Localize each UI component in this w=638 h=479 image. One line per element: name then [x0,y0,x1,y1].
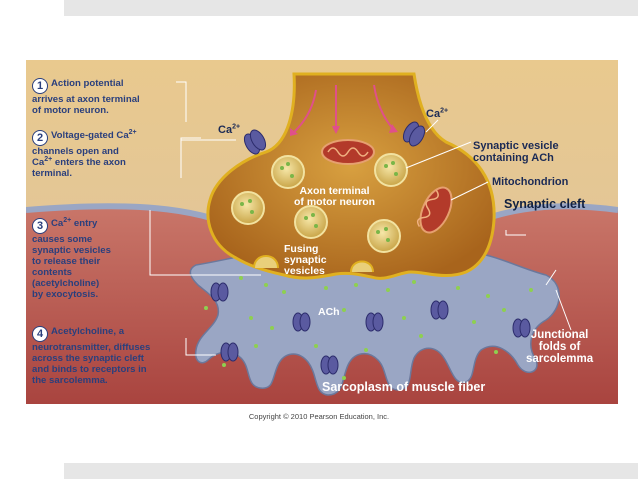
bottom-bar [64,463,638,479]
step-2-superscript: 2+ [44,155,53,163]
label-junctional-line: folds of [538,341,581,353]
label-mitochondrion: Mitochondrion [492,176,569,188]
step-4-line: the sarcolemma. [32,375,108,386]
step-2-line: Ca [32,157,45,168]
ach-receptors [210,282,531,375]
step-1-line: Action potential [51,78,124,89]
label-synaptic-vesicle-line: Synaptic vesicle [473,140,559,152]
step-2-line: channels open and [32,146,119,157]
label-axon-terminal-line: of motor neuron [294,196,376,208]
label-fusing-vesicles: Fusing synaptic vesicles [284,244,327,277]
label-ca-right-sup: 2+ [440,107,449,115]
label-ca-left-text: Ca [218,124,233,136]
ach-molecules [204,276,533,380]
synaptic-vesicles [231,153,408,253]
fusing-vesicle [350,260,374,273]
leader-lines [149,81,572,356]
step-4-line: neurotransmitter, diffuses [32,342,151,353]
step-3-line: by exocytosis. [32,289,99,300]
step-4-number: 4 [32,326,48,342]
step-3-line: (acetylcholine) [32,278,100,289]
label-fusing-line: vesicles [284,265,325,277]
label-fusing-line: synaptic [284,254,327,266]
step-3-line: entry [71,218,98,229]
step-2-superscript: 2+ [128,128,137,136]
label-junctional-line: Junctional [530,329,589,341]
label-synaptic-cleft: Synaptic cleft [504,197,586,211]
label-ca-left: Ca2+ [218,123,241,136]
label-junctional-folds: Junctional folds of sarcolemma [526,329,593,365]
label-junctional-line: sarcolemma [526,353,594,365]
label-ca-right: Ca2+ [426,107,449,120]
step-3-line: to release their [32,256,101,267]
label-axon-terminal-line: Axon terminal [299,185,370,197]
label-ca-right-text: Ca [426,108,441,120]
label-synaptic-vesicle-line: containing ACh [473,152,554,164]
diagram-artwork [26,60,618,404]
step-2-number: 2 [32,130,48,146]
step-3-superscript: 2+ [63,216,72,224]
step-3-line: Ca [51,218,64,229]
step-1-line: arrives at axon terminal [32,94,140,105]
step-2-line: Voltage-gated Ca [51,130,129,141]
fusing-vesicle [253,255,279,269]
step-2-line: terminal. [32,168,72,179]
calcium-channels [243,121,426,155]
step-4-line: Acetylcholine, a [51,326,125,337]
step-3-line: causes some [32,234,93,245]
step-3-number: 3 [32,218,48,234]
label-ach: ACh [318,306,340,318]
copyright-text: Copyright © 2010 Pearson Education, Inc. [248,412,390,421]
top-bar [64,0,638,16]
step-2-line: enters the axon [52,157,126,168]
label-synaptic-vesicle: Synaptic vesicle containing ACh [473,140,559,164]
step-3-line: contents [32,267,72,278]
step-1-line: of motor neuron. [32,105,109,116]
step-1-number: 1 [32,78,48,94]
step-4-line: and binds to receptors in [32,364,147,375]
mitochondria [321,139,453,234]
step-3-line: synaptic vesicles [32,245,111,256]
label-fusing-line: Fusing [284,243,319,255]
label-axon-terminal: Axon terminal of motor neuron [294,186,375,208]
step-4-line: across the synaptic cleft [32,353,144,364]
label-sarcoplasm: Sarcoplasm of muscle fiber [322,380,486,394]
label-ca-left-sup: 2+ [232,123,241,131]
